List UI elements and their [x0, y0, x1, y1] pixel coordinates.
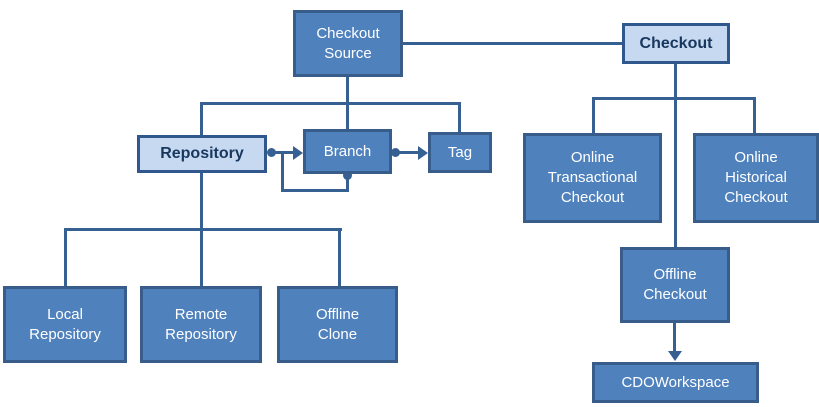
node-offline-checkout: Offline Checkout: [620, 247, 730, 323]
node-remote-repository: Remote Repository: [140, 286, 262, 363]
tree-checkout-drop-historical: [753, 97, 756, 133]
containment-dot-branch-bottom: [343, 171, 352, 180]
node-tag: Tag: [428, 132, 492, 173]
node-online-transactional-checkout: Online Transactional Checkout: [523, 133, 662, 223]
arrowhead-down-cdoworkspace: [668, 351, 682, 361]
tree-top-drop-branch: [346, 102, 349, 129]
node-local-repository: Local Repository: [3, 286, 127, 363]
node-checkout: Checkout: [622, 23, 730, 64]
branch-selfloop-right: [346, 177, 349, 192]
edge-branch-tag-line: [398, 151, 419, 154]
tree-repo-drop-offlineclone: [338, 228, 341, 286]
branch-selfloop-left: [281, 151, 284, 192]
edge-offlinecheckout-cdoworkspace-line: [673, 322, 676, 352]
tree-checkout-drop-transactional: [592, 97, 595, 133]
edge-repository-branch-line: [274, 151, 294, 154]
tree-repo-stem: [200, 172, 203, 229]
tree-checkout-drop-offline: [674, 97, 677, 247]
node-online-historical-checkout: Online Historical Checkout: [693, 133, 819, 223]
node-cdoworkspace: CDOWorkspace: [592, 362, 759, 403]
tree-checkout-stem: [674, 63, 677, 98]
tree-top-stem: [346, 76, 349, 103]
node-offline-clone: Offline Clone: [277, 286, 398, 363]
node-repository: Repository: [137, 135, 267, 173]
node-branch: Branch: [303, 129, 392, 174]
tree-top-hbar: [200, 102, 461, 105]
tree-repo-drop-remote: [200, 228, 203, 286]
tree-top-drop-repository: [200, 102, 203, 135]
branch-selfloop-bottom: [281, 189, 349, 192]
tree-repo-drop-local: [64, 228, 67, 286]
arrowhead-right-tag: [418, 146, 428, 160]
node-checkout-source: Checkout Source: [293, 10, 403, 77]
containment-dot-repository: [267, 148, 276, 157]
containment-dot-branch-right: [391, 148, 400, 157]
tree-repo-hbar: [64, 228, 342, 231]
tree-top-drop-tag: [458, 102, 461, 132]
edge-checkoutsource-checkout-line: [403, 42, 622, 45]
arrowhead-right-branch: [293, 146, 303, 160]
